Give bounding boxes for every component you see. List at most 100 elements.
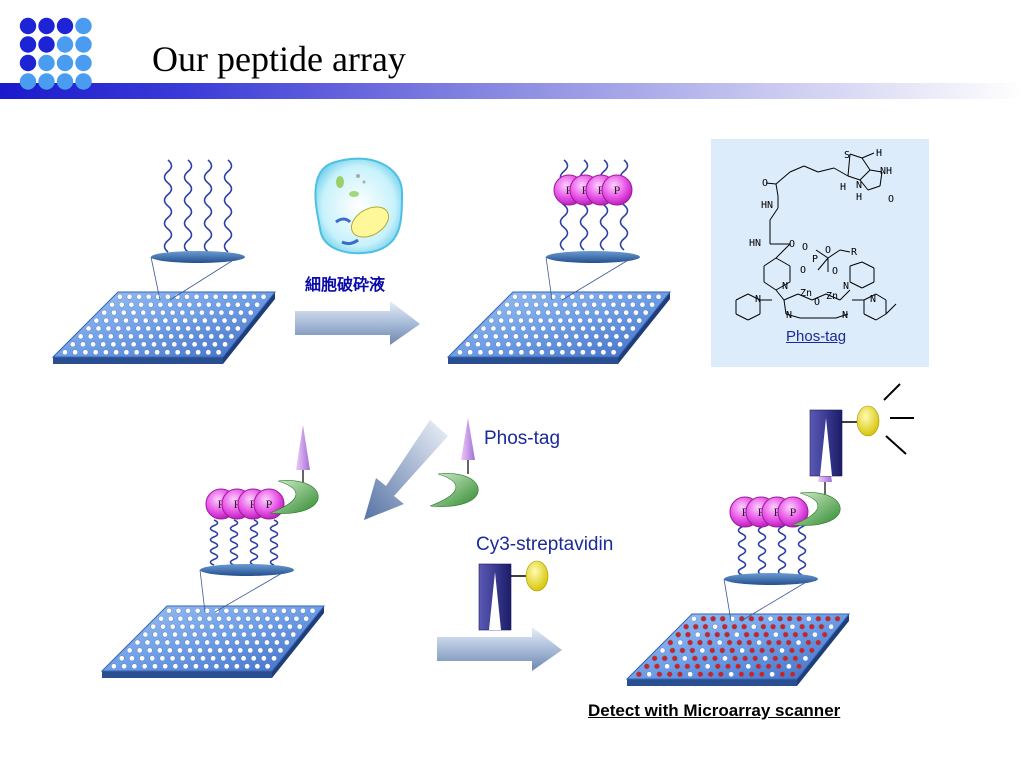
array-spot xyxy=(204,639,211,646)
array-spot xyxy=(191,631,198,638)
array-spot xyxy=(103,349,109,356)
array-spot xyxy=(142,631,149,638)
plate-front-edge xyxy=(627,679,797,686)
array-spot xyxy=(543,333,549,340)
structure-atom-label: N xyxy=(782,281,788,292)
array-spot xyxy=(709,647,716,654)
array-spot xyxy=(564,309,571,316)
array-spot xyxy=(179,623,186,630)
array-spot xyxy=(719,647,726,654)
array-spot xyxy=(251,293,257,300)
array-spot xyxy=(569,349,576,356)
array-spot xyxy=(714,631,721,638)
array-spot xyxy=(763,631,769,638)
array-spot xyxy=(496,309,503,316)
array-spot xyxy=(77,333,84,340)
array-spot xyxy=(805,639,812,646)
array-spot xyxy=(274,639,280,646)
array-spot xyxy=(184,293,190,300)
array-spot xyxy=(174,639,181,646)
array-spot xyxy=(574,309,581,316)
array-spot xyxy=(549,349,555,356)
structure-bond xyxy=(861,152,875,159)
array-spot xyxy=(834,615,841,622)
phospho-bead-label: P xyxy=(234,497,241,511)
array-spot xyxy=(231,293,238,300)
array-spot xyxy=(181,341,188,348)
array-spot xyxy=(257,647,264,654)
logo-dot xyxy=(75,36,92,53)
plate-side-edge xyxy=(272,606,324,678)
array-spot xyxy=(520,325,527,332)
peptide-chain xyxy=(249,519,259,566)
array-spot xyxy=(539,349,545,356)
array-spot xyxy=(664,663,670,670)
array-spot xyxy=(182,317,188,324)
phospho-bead-label: P xyxy=(614,183,621,197)
array-spot xyxy=(610,325,616,332)
array-spot xyxy=(118,655,125,662)
array-spot xyxy=(206,615,213,622)
peptide-chain xyxy=(203,159,213,253)
array-spot xyxy=(626,293,633,300)
structure-atom-label: P xyxy=(812,254,818,265)
array-spot xyxy=(691,615,697,622)
array-spot xyxy=(563,333,569,340)
array-spot xyxy=(175,607,182,614)
array-spot xyxy=(150,309,156,316)
array-spot xyxy=(160,623,166,630)
array-spot xyxy=(591,301,597,308)
array-spot xyxy=(610,301,617,308)
array-spot xyxy=(92,349,99,356)
logo-dot xyxy=(56,73,74,90)
array-spot xyxy=(512,293,518,300)
organelle xyxy=(356,174,360,178)
array-spot xyxy=(223,663,230,670)
logo-dot xyxy=(75,73,92,90)
array-spot xyxy=(600,349,607,356)
structure-bond xyxy=(765,182,777,185)
array-spot xyxy=(166,607,172,614)
array-spot xyxy=(95,325,102,332)
process-arrow-icon xyxy=(295,301,420,345)
logo-dot xyxy=(38,36,55,53)
array-spot xyxy=(203,293,209,300)
array-spot xyxy=(218,623,225,630)
array-spot xyxy=(130,341,137,348)
array-spot xyxy=(161,341,167,348)
array-spot xyxy=(147,301,154,308)
array-spot xyxy=(300,607,306,614)
array-spot xyxy=(767,615,774,622)
array-spot xyxy=(234,639,240,646)
array-spot xyxy=(159,309,166,316)
array-spot xyxy=(230,655,237,662)
structure-bond xyxy=(859,179,869,191)
array-spot xyxy=(97,333,104,340)
array-spot xyxy=(765,663,772,670)
array-spot xyxy=(111,309,117,316)
array-spot xyxy=(214,639,221,646)
array-spot xyxy=(196,615,203,622)
array-spot xyxy=(521,293,528,300)
array-spot xyxy=(755,663,762,670)
array-spot xyxy=(607,293,614,300)
phospho-bead-label: P xyxy=(790,505,797,519)
array-spot xyxy=(490,325,497,332)
array-spot xyxy=(201,631,208,638)
array-spot xyxy=(588,293,595,300)
array-spot xyxy=(728,671,734,678)
array-spot xyxy=(613,333,620,340)
phospho-bead-label: P xyxy=(758,505,765,519)
array-spot xyxy=(603,309,610,316)
structure-bond xyxy=(861,157,871,171)
array-spot xyxy=(748,615,755,622)
array-spot xyxy=(630,325,636,332)
array-spot xyxy=(580,349,586,356)
array-spot xyxy=(590,349,596,356)
array-spot xyxy=(201,341,208,348)
array-spot xyxy=(646,671,653,678)
structure-bond xyxy=(861,281,875,289)
array-spot xyxy=(164,639,171,646)
